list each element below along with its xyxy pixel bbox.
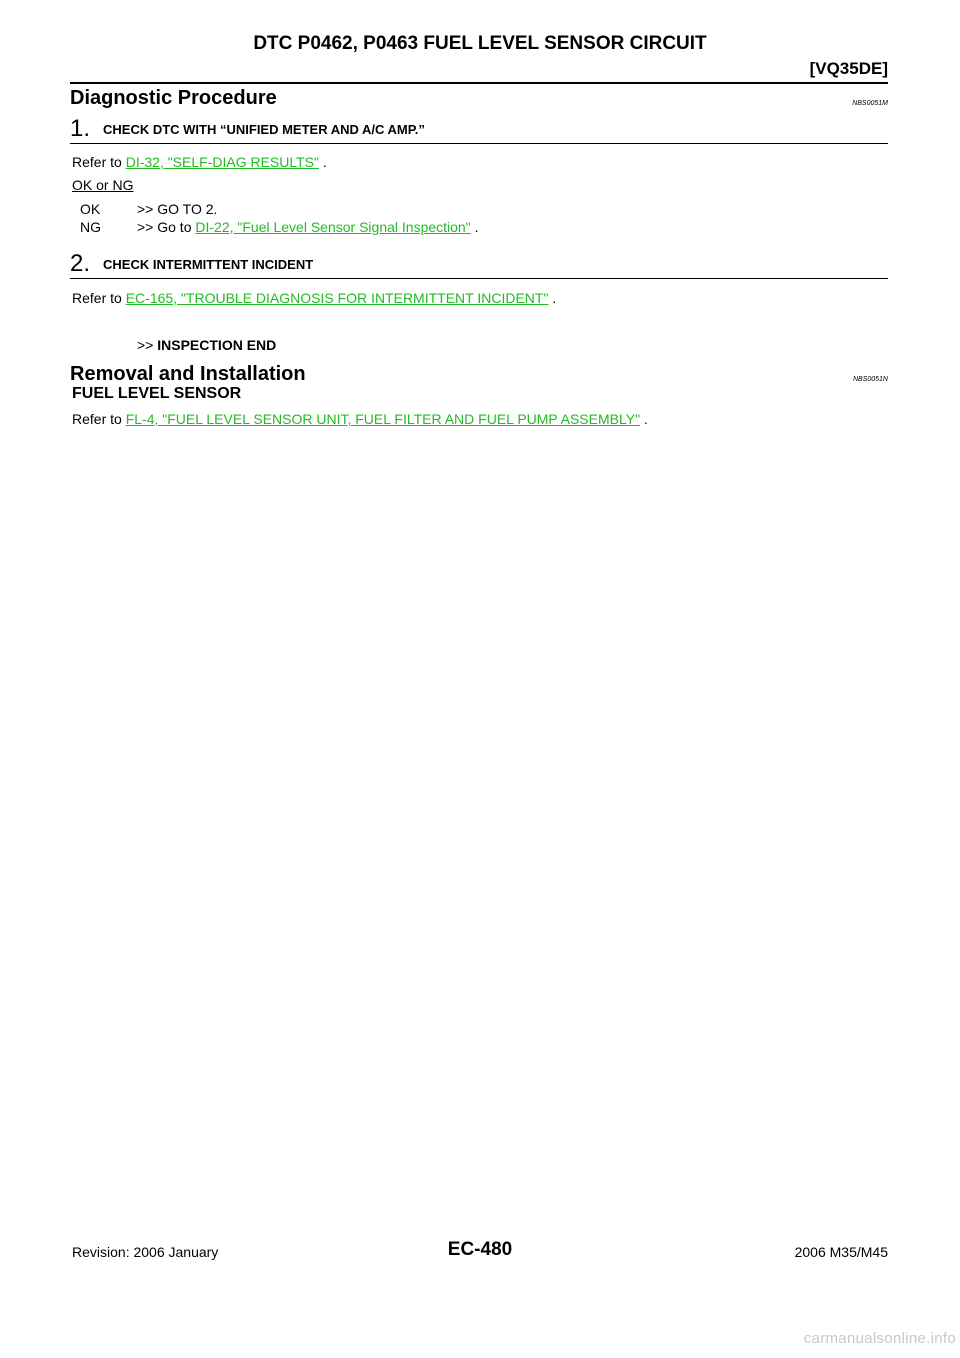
- step-2-refer: Refer to EC-165, "TROUBLE DIAGNOSIS FOR …: [72, 290, 557, 306]
- page-title: DTC P0462, P0463 FUEL LEVEL SENSOR CIRCU…: [253, 33, 707, 54]
- step-1-refer: Refer to DI-32, "SELF-DIAG RESULTS" .: [72, 154, 327, 170]
- removal-installation-title: Removal and Installation: [70, 363, 306, 385]
- link-ec-165-trouble-diagnosis[interactable]: EC-165, "TROUBLE DIAGNOSIS FOR INTERMITT…: [125, 290, 549, 306]
- ok-or-ng-label: OK or NG: [72, 177, 134, 193]
- diagnostic-procedure-code: NBS0051M: [852, 100, 888, 107]
- fuel-level-sensor-subheading: FUEL LEVEL SENSOR: [72, 385, 242, 402]
- removal-installation-code: NBS0051N: [852, 376, 888, 383]
- engine-tag: [VQ35DE]: [809, 59, 888, 78]
- link-fl-4-fuel-level-sensor-unit[interactable]: FL-4, "FUEL LEVEL SENSOR UNIT, FUEL FILT…: [125, 411, 641, 427]
- footer-model: 2006 M35/M45: [794, 1244, 888, 1260]
- removal-refer: Refer to FL-4, "FUEL LEVEL SENSOR UNIT, …: [72, 411, 648, 427]
- step-2-number: 2.: [70, 250, 91, 277]
- step-2-header: 2. CHECK INTERMITTENT INCIDENT: [70, 250, 888, 279]
- footer-revision: Revision: 2006 January: [72, 1244, 219, 1260]
- removal-installation-heading: Removal and Installation NBS0051N: [70, 363, 888, 386]
- ng-result-row: NG>> Go to DI-22, "Fuel Level Sensor Sig…: [80, 219, 479, 235]
- ok-result-row: OK>> GO TO 2.: [80, 201, 218, 217]
- watermark: carmanualsonline.info: [803, 1330, 956, 1347]
- link-di-22-fuel-level-sensor-signal-inspection[interactable]: DI-22, "Fuel Level Sensor Signal Inspect…: [195, 219, 471, 235]
- header-divider: [70, 82, 888, 84]
- footer-page-number: EC-480: [447, 1239, 513, 1260]
- step-1-number: 1.: [70, 115, 91, 142]
- link-di-32-self-diag-results[interactable]: DI-32, "SELF-DIAG RESULTS": [125, 154, 319, 170]
- diagnostic-procedure-heading: Diagnostic Procedure NBS0051M: [70, 87, 888, 110]
- step-1-header: 1. CHECK DTC WITH “UNIFIED METER AND A/C…: [70, 115, 888, 144]
- diagnostic-procedure-title: Diagnostic Procedure: [70, 87, 277, 109]
- step-2-title: CHECK INTERMITTENT INCIDENT: [103, 257, 314, 272]
- step-1-title: CHECK DTC WITH “UNIFIED METER AND A/C AM…: [103, 122, 425, 137]
- inspection-end-row: >> INSPECTION END: [137, 337, 277, 353]
